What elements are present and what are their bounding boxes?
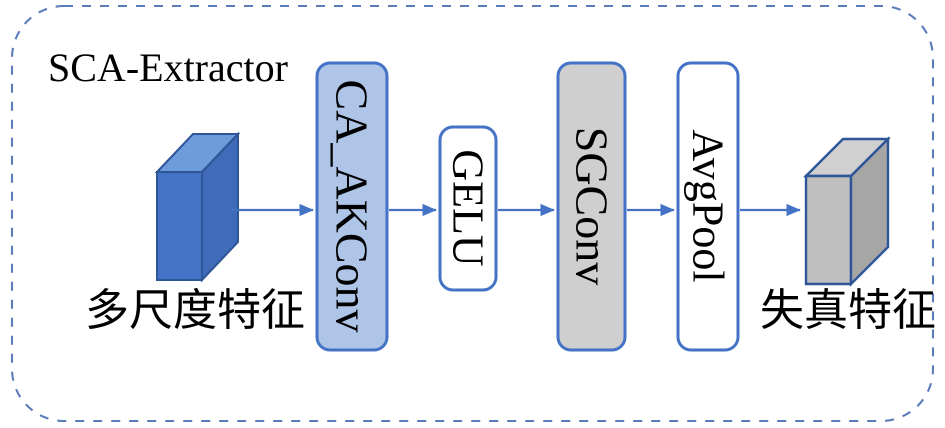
sca-extractor-container	[10, 4, 935, 423]
distortion-feature-tensor	[803, 136, 891, 287]
multi-scale-feature-tensor	[154, 131, 241, 283]
block-avgpool-label: AvgPool	[684, 129, 733, 282]
block-gelu[interactable]: GELU	[438, 125, 498, 292]
block-sgconv-rect[interactable]	[556, 61, 627, 352]
block-sgconv[interactable]: SGConv	[556, 61, 627, 352]
block-ca-akconv-rect[interactable]	[315, 61, 389, 352]
block-gelu-label: GELU	[444, 149, 493, 266]
input-tensor-label: 多尺度特征	[85, 286, 305, 335]
block-gelu-rect[interactable]	[438, 125, 498, 292]
output-tensor-label: 失真特征	[760, 286, 936, 335]
page-title: SCA-Extractor	[48, 45, 288, 90]
tensor-input-side-face	[201, 131, 239, 283]
block-ca-akconv[interactable]: CA_AKConv	[315, 61, 389, 352]
tensor-output-side-face	[849, 136, 890, 287]
block-avgpool[interactable]: AvgPool	[676, 61, 740, 352]
tensor-output-front-face	[804, 174, 853, 286]
block-avgpool-rect[interactable]	[676, 61, 740, 352]
block-ca-akconv-label: CA_AKConv	[327, 79, 378, 332]
block-sgconv-label: SGConv	[567, 127, 618, 285]
tensor-input-front-face	[156, 171, 203, 281]
